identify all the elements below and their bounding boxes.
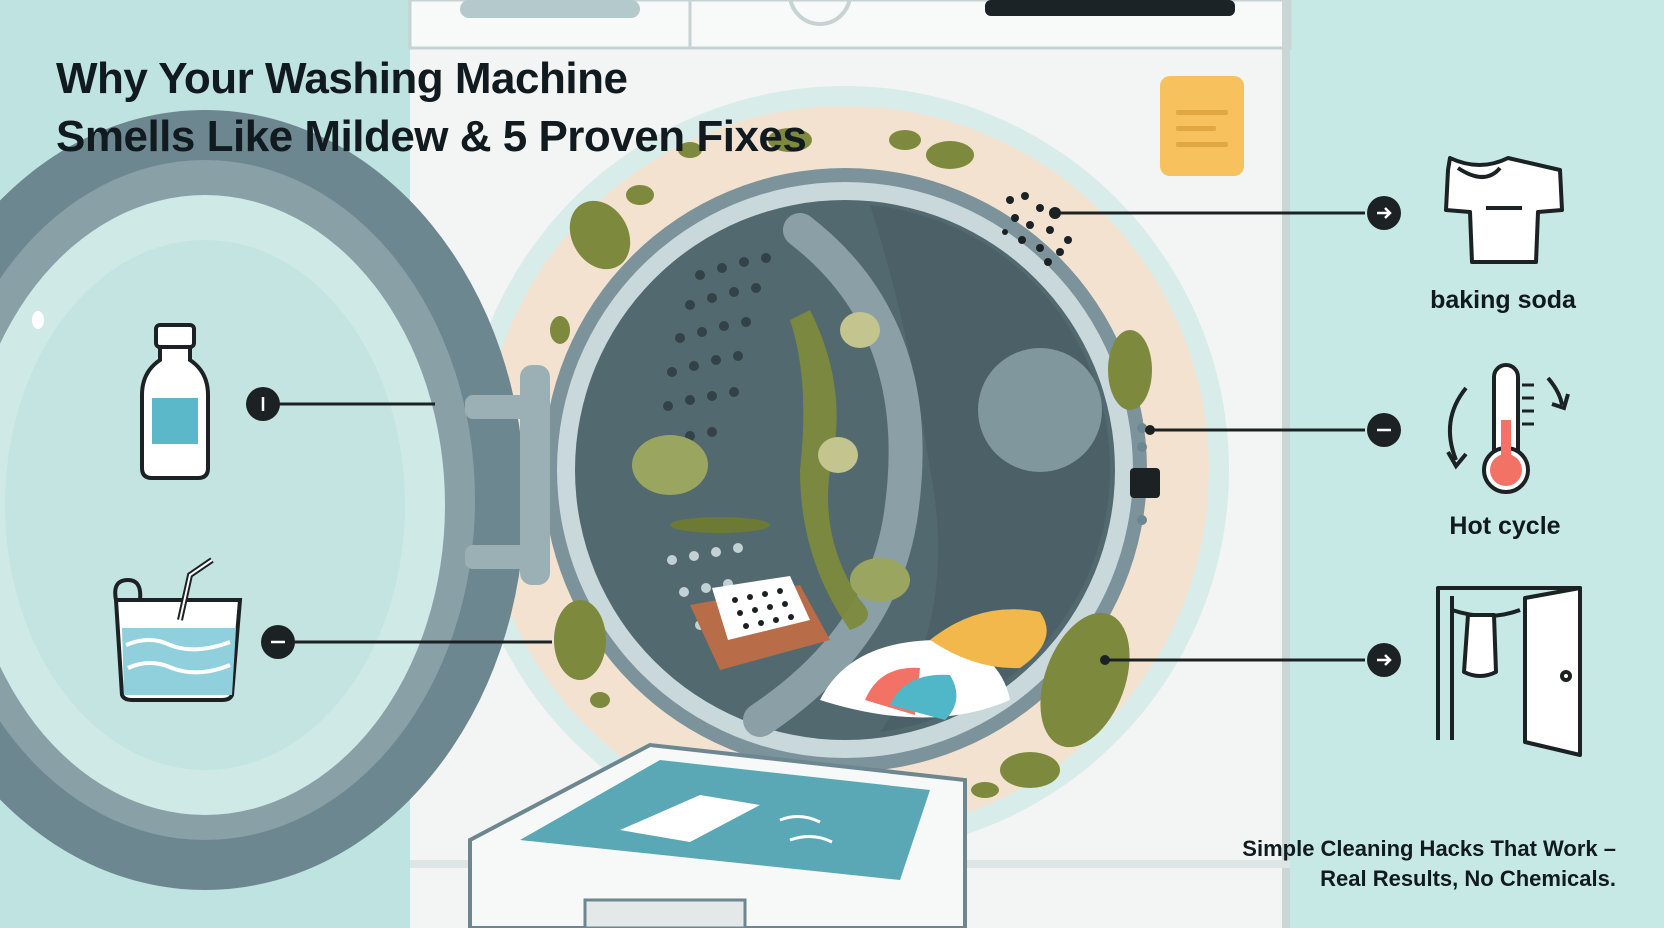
vinegar-bottle-icon <box>140 323 210 480</box>
tagline: Simple Cleaning Hacks That Work – Real R… <box>1096 834 1616 894</box>
right-panel <box>1290 0 1664 928</box>
callout-marker-door <box>1367 643 1401 677</box>
tagline-line-1: Simple Cleaning Hacks That Work – <box>1242 836 1616 861</box>
tagline-line-2: Real Results, No Chemicals. <box>1320 866 1616 891</box>
gasket-dots <box>1002 192 1072 266</box>
callout-marker-hot-cycle <box>1367 413 1401 447</box>
title-line-1: Why Your Washing Machine <box>56 54 628 103</box>
label-hot-cycle: Hot cycle <box>1449 512 1561 540</box>
callout-marker-baking-soda <box>1367 196 1401 230</box>
title-line-2: Smells Like Mildew & 5 Proven Fixes <box>56 112 807 161</box>
shirt-icon <box>1444 156 1564 264</box>
open-door-icon <box>1436 586 1582 757</box>
thermometer-icon <box>1446 363 1570 494</box>
label-baking-soda: baking soda <box>1430 286 1576 314</box>
page-title: Why Your Washing Machine Smells Like Mil… <box>56 50 807 166</box>
callout-marker-vinegar <box>246 387 280 421</box>
sponge-icon <box>690 576 830 670</box>
gasket-square <box>1130 468 1160 498</box>
detergent-drawer <box>468 742 967 928</box>
yellow-label-icon <box>1160 76 1244 176</box>
mildew-spots <box>550 128 1152 798</box>
callout-lines <box>278 211 1365 662</box>
callout-marker-water <box>261 625 295 659</box>
water-bucket-icon <box>113 557 243 702</box>
